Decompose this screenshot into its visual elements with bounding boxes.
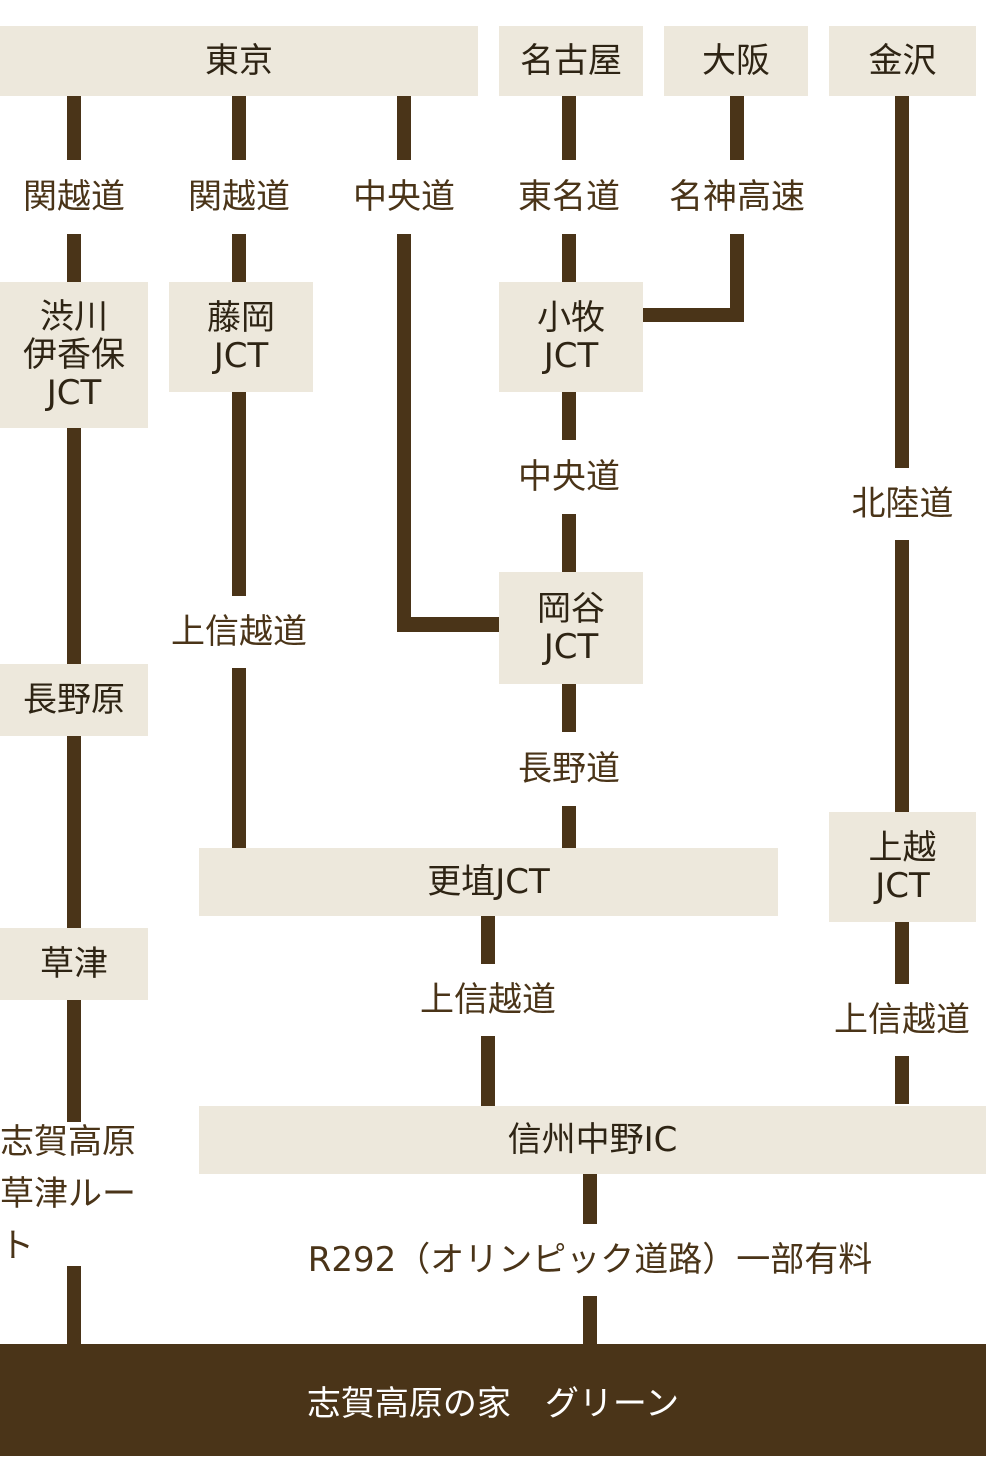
road-joshinetsu-from-fujioka: 上信越道 [171,612,307,652]
line-joshinetsu-koshoku [232,668,246,848]
line-okaya-nagano-do [562,684,576,732]
line-tomei-komaki [562,234,576,282]
road-meishin: 名神高速 [669,177,805,217]
node-joetsu-jct: 上越 JCT [829,812,976,922]
node-shinshu-nakano-ic: 信州中野IC [199,1106,986,1174]
road-kanetsu-1: 関越道 [23,177,125,217]
road-shiga-kusatsu-route: 志賀高原 草津ルート [0,1122,136,1266]
line-fujioka-joshinetsu [232,392,246,596]
line-nagano-do-koshoku [562,806,576,848]
line-meishin-vertical [730,234,744,322]
line-kanetsu-1-shibukawa [67,234,81,282]
road-joshinetsu-from-koshoku: 上信越道 [420,980,556,1020]
line-joetsu-joshinetsu [895,922,909,984]
line-komaki-chuo [562,392,576,440]
line-r292-destination [583,1296,597,1344]
road-hokuriku: 北陸道 [851,484,954,524]
city-tokyo: 東京 [0,26,478,96]
line-kanazawa-hokuriku [895,96,909,468]
node-koshoku-jct: 更埴JCT [199,848,778,916]
destination-banner: 志賀高原の家 グリーン [0,1344,986,1456]
line-chuo-okaya [562,514,576,572]
node-kusatsu: 草津 [0,928,148,1000]
city-kanazawa: 金沢 [829,26,976,96]
node-okaya-jct: 岡谷 JCT [499,572,643,684]
road-joshinetsu-from-joetsu: 上信越道 [834,1000,970,1040]
line-nakano-r292 [583,1174,597,1224]
line-joshinetsu-nakano-right [895,1056,909,1104]
node-komaki-jct: 小牧 JCT [499,282,643,392]
line-shibukawa-naganohara [67,428,81,664]
road-nagano-do: 長野道 [518,749,620,789]
road-chuo-from-komaki: 中央道 [518,457,620,497]
line-hokuriku-joetsu [895,540,909,812]
line-naganohara-kusatsu [67,736,81,928]
line-koshoku-joshinetsu [481,916,495,964]
line-route-label-destination [67,1266,81,1344]
node-shibukawa-ikaho-jct: 渋川 伊香保 JCT [0,282,148,428]
line-joshinetsu-nakano-center [481,1036,495,1106]
road-chuo-from-tokyo: 中央道 [353,177,455,217]
line-chuo-vertical [397,234,411,632]
line-kusatsu-route-label [67,1000,81,1122]
road-kanetsu-2: 関越道 [188,177,290,217]
city-osaka: 大阪 [664,26,808,96]
line-tokyo-kanetsu-2-top [232,96,246,160]
line-osaka-meishin-top [730,96,744,160]
road-r292: R292（オリンピック道路）一部有料 [307,1240,873,1280]
road-tomei: 東名道 [518,177,620,217]
line-chuo-to-okaya [397,617,501,632]
city-nagoya: 名古屋 [499,26,643,96]
line-kanetsu-2-fujioka [232,234,246,282]
node-fujioka-jct: 藤岡 JCT [169,282,313,392]
line-tokyo-chuo-top [397,96,411,160]
node-naganohara: 長野原 [0,664,148,736]
line-nagoya-tomei-top [562,96,576,160]
line-tokyo-kanetsu-1-top [67,96,81,160]
line-meishin-to-komaki [642,308,744,322]
